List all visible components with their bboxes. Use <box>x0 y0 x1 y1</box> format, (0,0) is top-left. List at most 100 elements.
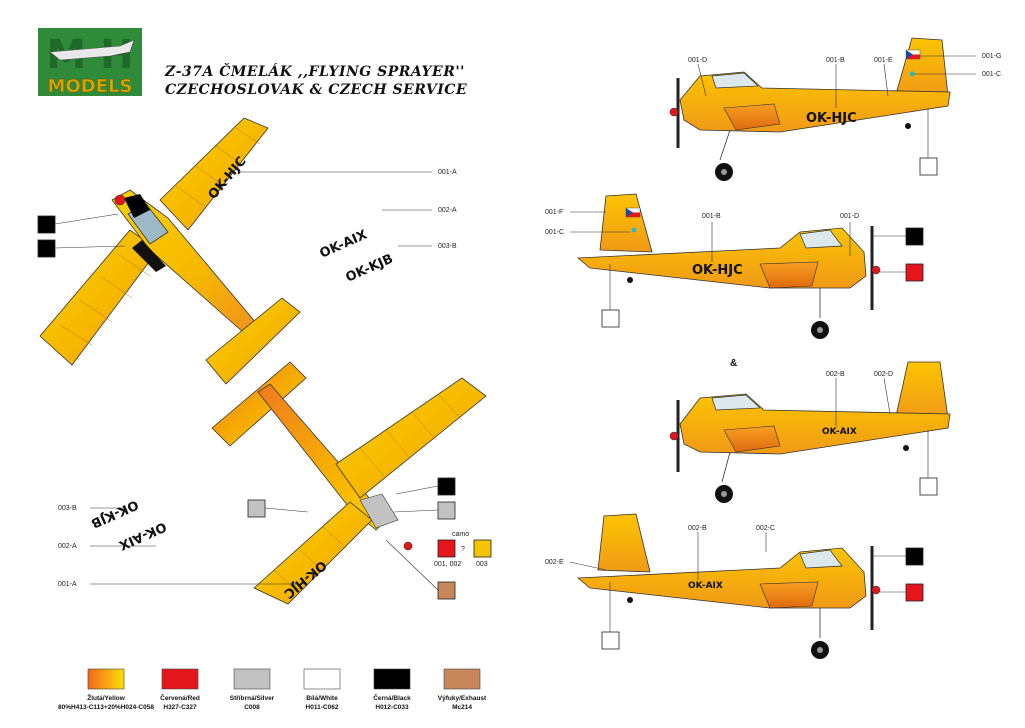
side1-flag-blue <box>906 50 913 59</box>
callout-001-d-side1: 001-D <box>688 57 707 64</box>
swatch-name-4: Černá/Black <box>373 693 411 702</box>
callout-box-exhaust <box>437 581 456 600</box>
callout-box-black-2 <box>37 239 56 258</box>
plan-bottom-tailplane <box>211 361 307 447</box>
side2-canopy <box>799 229 843 249</box>
side1-hopper <box>723 103 781 131</box>
loose-reg-aix-inverted: OK-AIX <box>116 518 168 552</box>
side4-white-box <box>601 631 620 650</box>
side2-tailwheel <box>627 277 633 283</box>
logo-bottom-text: MODELS <box>48 76 133 97</box>
side2-spinner <box>871 265 881 275</box>
side-view-4: OK-AIX <box>576 513 881 659</box>
callout-001-g-side1: 001-G <box>982 53 1001 60</box>
loose-reg-kjb-inverted: OK-KJB <box>88 496 140 530</box>
side2-fin-dot <box>631 227 637 233</box>
camo-yellow-box <box>473 539 492 558</box>
plan-top-tailplane <box>205 297 301 385</box>
plan-top-black-panel <box>124 194 150 218</box>
swatch-box-4 <box>373 668 411 690</box>
callout-001-c-side2: 001-C <box>545 229 564 236</box>
callout-002-a-bottom: 002-A <box>58 543 77 550</box>
swatch-box-1 <box>161 668 199 690</box>
plan-top-spinner <box>114 194 126 206</box>
callout-001-e-side1: 001-E <box>874 57 893 64</box>
side2-hopper <box>759 261 819 289</box>
side3-spinner <box>669 431 679 441</box>
side4-spinner <box>871 585 881 595</box>
callout-001-a-bottom: 001-A <box>58 581 77 588</box>
callout-003-b-bottom: 003-B <box>58 505 77 512</box>
side4-reg: OK-AIX <box>688 581 723 591</box>
callout-box-silver-right <box>437 501 456 520</box>
side1-spinner <box>669 107 679 117</box>
side-view-3: OK-AIX <box>669 361 951 503</box>
callout-box-silver-left <box>247 499 266 518</box>
swatch-box-0 <box>87 668 125 690</box>
plan-bottom-hopper <box>359 493 399 529</box>
side2-black-box <box>905 227 924 246</box>
side1-canopy <box>711 72 759 89</box>
side1-fin <box>895 37 949 97</box>
side1-fin-dot <box>909 71 915 77</box>
swatch-name-2: Stříbrná/Silver <box>230 695 275 702</box>
side3-tailwheel <box>903 445 909 451</box>
side4-tailwheel <box>627 597 633 603</box>
swatch-code-4: H012-C033 <box>375 704 409 711</box>
callout-001-d-side2: 001-D <box>840 213 859 220</box>
side2-fin <box>599 193 653 253</box>
plan-bottom-spinner <box>403 541 413 551</box>
camo-question: ? <box>461 546 465 553</box>
side2-flag-blue <box>626 208 633 217</box>
camo-red-box <box>437 539 456 558</box>
swatch-code-5: Mc214 <box>452 704 472 711</box>
side2-red-box <box>905 263 924 282</box>
callout-002-a-top: 002-A <box>438 207 457 214</box>
callout-002-b-side4: 002-B <box>688 525 707 532</box>
plan-top-right-wing <box>159 117 269 231</box>
color-legend: Žlutá/Yellow 80%H413-C113+20%H024-C058 Čer… <box>58 668 487 711</box>
plan-bottom-wing-panels <box>273 393 463 593</box>
callout-box-black-1 <box>37 215 56 234</box>
logo-plane-icon <box>49 39 135 61</box>
swatch-code-0: 80%H413-C113+20%H024-C058 <box>58 704 154 711</box>
camo-title: camo <box>452 531 469 538</box>
sheet-title: Z-37A ČMELÁK ,,FLYING SPRAYER'' <box>164 62 465 80</box>
side-view-2: OK-HJC <box>576 193 881 339</box>
side3-reg: OK-AIX <box>822 427 857 437</box>
side2-reg: OK-HJC <box>692 263 743 278</box>
swatch-box-2 <box>233 668 271 690</box>
callout-box-black-3 <box>437 477 456 496</box>
swatch-box-5 <box>443 668 481 690</box>
swatch-code-2: C008 <box>244 704 260 711</box>
swatch-name-0: Žlutá/Yellow <box>87 693 126 702</box>
plan-view-bottom: OK-HJC <box>211 361 487 605</box>
callout-002-c-side4: 002-C <box>756 525 775 532</box>
callout-001-b-side2: 001-B <box>702 213 721 220</box>
loose-reg-kjb: OK-KJB <box>344 252 396 286</box>
side1-reg: OK-HJC <box>806 111 857 126</box>
callout-003-b-top: 003-B <box>438 243 457 250</box>
camo-label-left: 001, 002 <box>434 561 461 568</box>
callout-002-e-side4: 002-E <box>545 559 564 566</box>
side1-white-box <box>919 157 938 176</box>
side-view-1: OK-HJC <box>669 37 951 181</box>
side3-canopy <box>711 394 761 411</box>
swatch-name-5: Výfuky/Exhaust <box>438 695 487 702</box>
plan-bottom-left-wing <box>253 501 373 605</box>
callout-001-a-top: 001-A <box>438 169 457 176</box>
swatch-name-1: Červená/Red <box>160 693 200 702</box>
callout-002-b-side3: 002-B <box>826 371 845 378</box>
plan-view-top: OK-HJC <box>39 117 301 385</box>
plan-top-black-stripe <box>132 240 166 272</box>
side4-canopy <box>799 549 843 569</box>
plan-top-wing-panels <box>59 127 261 346</box>
callout-001-b-side1: 001-B <box>826 57 845 64</box>
side4-black-box <box>905 547 924 566</box>
loose-reg-aix: OK-AIX <box>318 227 370 261</box>
logo-models-band <box>38 74 142 96</box>
side3-hopper <box>723 425 781 453</box>
side1-tailwheel <box>905 123 911 129</box>
swatch-code-1: H327-C327 <box>163 704 197 711</box>
callout-001-c-side1: 001-C <box>982 71 1001 78</box>
